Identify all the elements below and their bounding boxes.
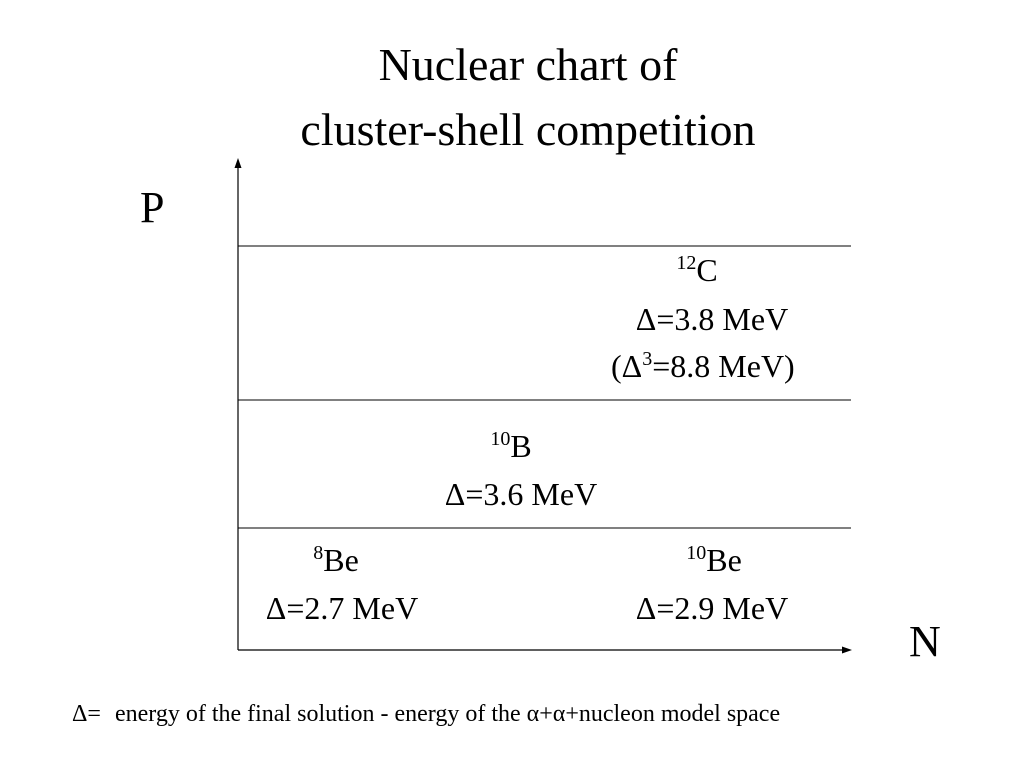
be8-symbol: 8Be [236,542,436,578]
x-axis-label: N [909,617,941,666]
footnote: Δ= energy of the final solution - energy … [72,700,780,728]
be10-symbol: 10Be [614,542,814,578]
be8-mass-number: 8 [313,542,324,564]
y-axis-arrowhead [234,158,242,168]
x-axis-arrowhead [842,646,852,654]
b10-delta: Δ=3.6 MeV [444,476,598,512]
b10-element: B [510,428,532,464]
c12-delta: Δ=3.8 MeV [635,301,789,337]
title-line-2: cluster-shell competition [300,104,756,155]
c12-delta3-exponent: 3 [642,348,653,370]
c12-delta3: (Δ3=8.8 MeV) [611,348,795,384]
footnote-definition: energy of the final solution - energy of… [114,701,781,727]
c12-element: C [696,252,718,288]
footnote-delta-symbol: Δ= [72,701,101,727]
y-axis-label: P [140,183,165,232]
be10-element: Be [706,542,742,578]
c12-delta3-value: =8.8 MeV) [652,348,795,384]
be8-element: Be [323,542,359,578]
be10-delta: Δ=2.9 MeV [635,590,789,626]
c12-mass-number: 12 [676,252,697,274]
be8-delta: Δ=2.7 MeV [265,590,419,626]
c12-delta3-open: (Δ [611,348,643,384]
b10-symbol: 10B [411,428,611,464]
c12-symbol: 12C [597,252,797,288]
be10-mass-number: 10 [686,542,707,564]
title-line-1: Nuclear chart of [378,39,678,90]
b10-mass-number: 10 [490,428,511,450]
